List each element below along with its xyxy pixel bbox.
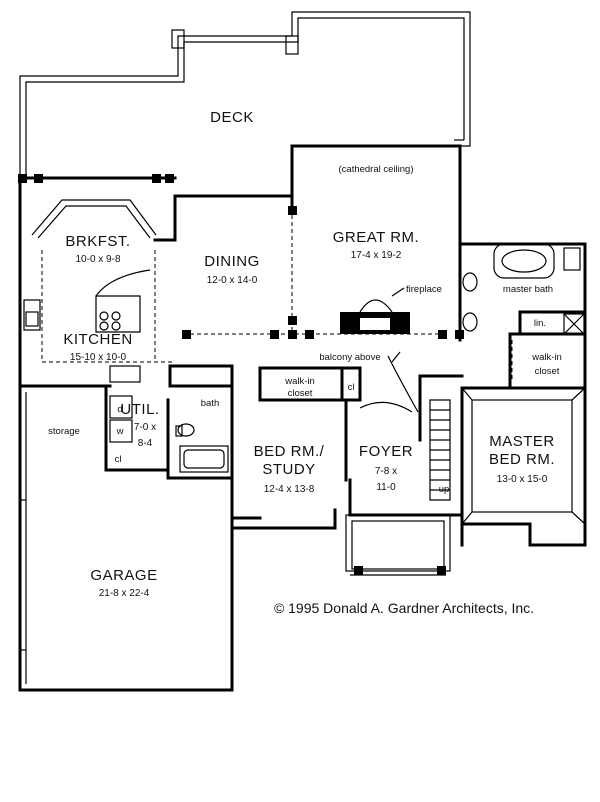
deck-outline (19, 11, 471, 178)
copyright-text: © 1995 Donald A. Gardner Architects, Inc… (274, 600, 534, 616)
kitchen-dims: 15-10 x 10-0 (70, 352, 127, 363)
bed-study-label-line2: STUDY (262, 461, 315, 478)
balcony-label: balcony above (319, 352, 380, 363)
storage-label: storage (48, 426, 80, 437)
great-room-dims: 17-4 x 19-2 (351, 250, 402, 261)
master-bath-fixtures (462, 243, 585, 382)
fireplace (340, 287, 410, 334)
master-bath-label: master bath (503, 284, 553, 295)
washer-label: w (116, 426, 124, 437)
great-room-note: (cathedral ceiling) (339, 164, 414, 175)
master-bed-label-line2: BED RM. (489, 451, 555, 468)
dining-label: DINING (204, 253, 260, 270)
garage-label: GARAGE (90, 567, 157, 584)
master-closet-label-line2: closet (535, 366, 560, 377)
foyer-label: FOYER (359, 443, 413, 460)
bath-label: bath (201, 398, 220, 409)
hall-closet-label-line2: closet (288, 388, 313, 399)
breakfast-dims: 10-0 x 9-8 (75, 254, 120, 265)
interior-walls (18, 310, 587, 482)
kitchen-fixtures (23, 269, 151, 383)
foyer-dims-line1: 7-8 x (375, 466, 397, 477)
fireplace-label: fireplace (406, 284, 442, 295)
linen-label: lin. (534, 318, 546, 329)
master-bed-label-line1: MASTER (489, 433, 555, 450)
dining-dims: 12-0 x 14-0 (207, 275, 258, 286)
master-tray-ceiling (461, 387, 586, 525)
great-room-label: GREAT RM. (333, 229, 419, 246)
foyer-dims-line2: 11-0 (376, 482, 396, 493)
front-porch (345, 514, 451, 576)
util-dims-line1: 7-0 x (134, 422, 156, 433)
dryer-label: d (117, 404, 122, 415)
garage-dims: 21-8 x 22-4 (99, 588, 150, 599)
util-label: UTIL. (120, 401, 159, 418)
master-bed-dims: 13-0 x 15-0 (497, 474, 548, 485)
hall-closet-label-line1: walk-in (284, 376, 315, 387)
util-closet-label: cl (115, 454, 122, 465)
stair (359, 351, 451, 501)
bed-study-label-line1: BED RM./ (254, 443, 325, 460)
master-closet-label-line1: walk-in (531, 352, 562, 363)
stair-up-label: up (439, 484, 450, 495)
deck-label: DECK (210, 109, 254, 126)
bed-study-dims: 12-4 x 13-8 (264, 484, 315, 495)
garage-door (20, 499, 26, 651)
kitchen-label: KITCHEN (63, 331, 132, 348)
bath-fixtures (109, 395, 229, 473)
hall-cl-label: cl (348, 382, 355, 393)
ceiling-lines (41, 215, 440, 363)
breakfast-label: BRKFST. (65, 233, 130, 250)
util-dims-line2: 8-4 (138, 438, 153, 449)
